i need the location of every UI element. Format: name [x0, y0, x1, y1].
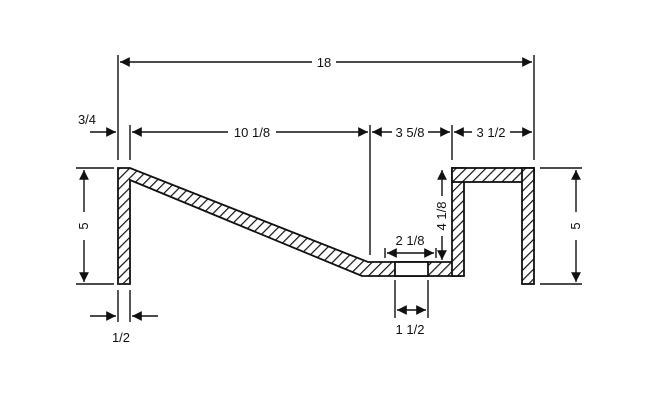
- dimension-label-slope: 10 1/8: [234, 125, 270, 140]
- dimension-label-inner-height: 4 1/8: [434, 202, 449, 231]
- dimension-right-box: 3 1/2: [454, 125, 532, 140]
- dimension-left-lip: 3/4: [78, 112, 116, 137]
- dimension-label-lip: 3/4: [78, 112, 96, 127]
- dimension-label-overall: 18: [317, 55, 331, 70]
- slot-opening: [394, 261, 429, 277]
- dimension-label-left-height: 5: [76, 222, 91, 229]
- dimension-slot-width: 2 1/8: [387, 233, 434, 258]
- dimension-label-right-height: 5: [568, 222, 583, 229]
- dimension-label-slot-opening: 1 1/2: [396, 322, 425, 337]
- extension-lines: [76, 55, 582, 322]
- dimension-label-flat: 3 5/8: [396, 125, 425, 140]
- dimension-label-thickness: 1/2: [112, 330, 130, 345]
- dimension-label-box: 3 1/2: [477, 125, 506, 140]
- profile-inner-wall: [451, 167, 465, 277]
- dimension-thickness: 1/2: [90, 311, 158, 345]
- dimension-overall-width: 18: [119, 55, 532, 70]
- profile-right-leg: [521, 167, 535, 285]
- dimension-left-height: 5: [76, 169, 91, 282]
- dimension-bottom-flat: 3 5/8: [372, 125, 450, 140]
- dimension-slot-opening: 1 1/2: [396, 305, 426, 337]
- dimension-right-height: 5: [568, 169, 583, 282]
- dimension-inner-height: 4 1/8: [434, 169, 449, 260]
- dimension-slope-run: 10 1/8: [131, 125, 368, 140]
- dimension-label-slot-width: 2 1/8: [396, 233, 425, 248]
